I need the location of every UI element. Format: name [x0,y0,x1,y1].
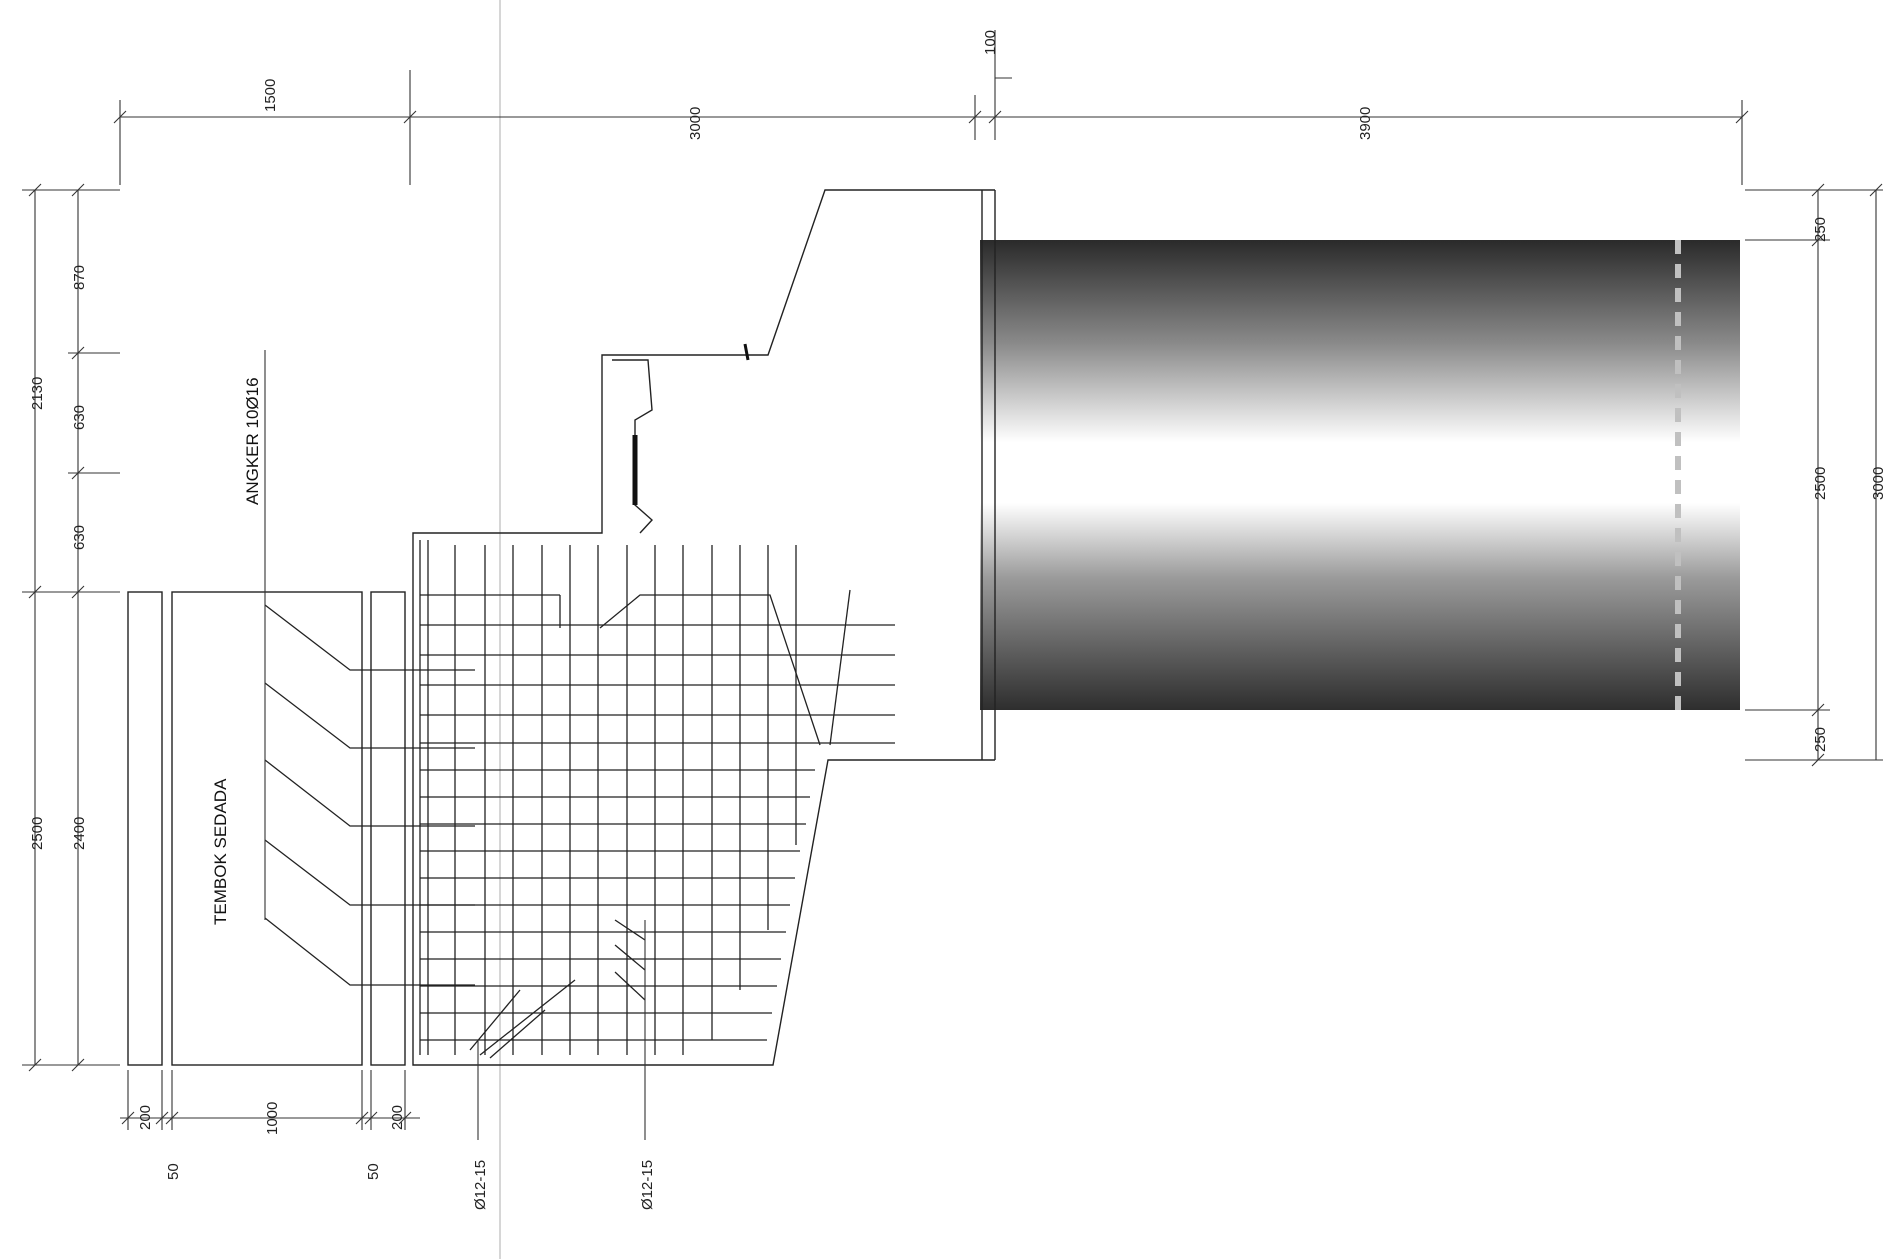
dim-right-2500: 2500 [1812,467,1829,500]
wall-body [171,591,363,1066]
dim-left-630a: 630 [71,405,88,430]
wall-label: TEMBOK SEDADA [211,778,230,925]
rebar-vertical [419,540,797,1055]
dim-bottom-50a: 50 [165,1163,182,1180]
dim-top-3900: 3900 [1357,107,1374,140]
headwall-outline [412,189,995,1066]
headwall-notch [612,359,653,534]
dim-bottom-200a: 200 [137,1105,154,1130]
dim-right-250b: 250 [1812,727,1829,752]
wall-strip-left [127,591,163,1066]
dim-bottom-1000: 1000 [264,1102,281,1135]
rebar-horizontal [420,594,895,1041]
dim-right-3000: 3000 [1870,467,1883,500]
dim-left [22,183,120,1072]
rebar-label-b: Ø12-15 [639,1160,656,1210]
dim-top-100: 100 [982,30,999,55]
dim-top-1500: 1500 [262,79,279,112]
dim-left-2400: 2400 [71,817,88,850]
dim-left-2130: 2130 [29,377,46,410]
anchor-bars [264,604,475,986]
dim-right [1745,183,1883,767]
dim-left-2500: 2500 [29,817,46,850]
dim-bottom-50b: 50 [365,1163,382,1180]
dim-top [113,30,1749,185]
rebar-label-a: Ø12-15 [472,1160,489,1210]
anchor-label: ANGKER 10Ø16 [243,377,262,505]
dim-left-630b: 630 [71,525,88,550]
dim-left-870: 870 [71,265,88,290]
small-mark [743,343,750,361]
wall-strip-right [370,591,406,1066]
dim-bottom-200b: 200 [389,1105,406,1130]
dim-right-250a: 250 [1812,217,1829,242]
pipe-body [980,240,1740,710]
dim-top-3000: 3000 [687,107,704,140]
dim-bottom [120,1070,420,1130]
